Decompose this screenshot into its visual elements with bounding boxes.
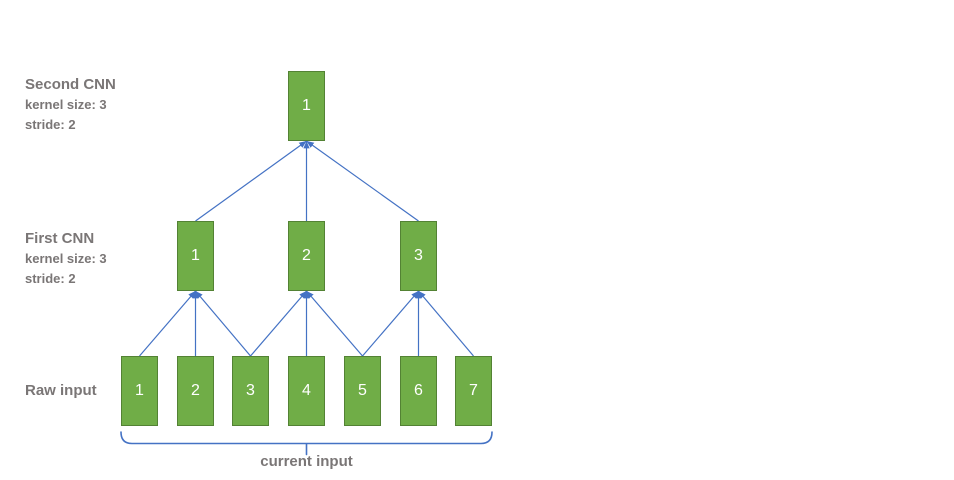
first-cnn-label: First CNN kernel size: 3 stride: 2 [25,228,107,289]
connection-arrow [418,290,474,357]
raw-input-box: 4 [288,356,325,426]
raw-input-box: 2 [177,356,214,426]
raw-input-box: 5 [344,356,381,426]
second-cnn-box: 1 [288,71,325,141]
second-cnn-label: Second CNN kernel size: 3 stride: 2 [25,74,116,135]
connection-arrow [306,290,363,357]
connection-arrow [139,290,196,357]
raw-input-box: 6 [400,356,437,426]
current-input-caption: current input [260,453,353,470]
first-cnn-box: 1 [177,221,214,291]
raw-input-box: 7 [455,356,492,426]
layer-title: First CNN [25,230,95,247]
connection-arrow [195,290,251,357]
stride-text: stride: 2 [25,271,76,286]
layer-title: Second CNN [25,76,116,93]
raw-input-label: Raw input [25,380,97,401]
first-cnn-box: 2 [288,221,325,291]
connection-arrow [362,290,419,357]
current-input-brace [120,431,493,456]
kernel-size-text: kernel size: 3 [25,97,107,112]
first-cnn-box: 3 [400,221,437,291]
connection-arrow [250,290,307,357]
raw-input-box: 1 [121,356,158,426]
connection-arrow [195,140,307,222]
connection-arrow [306,140,419,222]
kernel-size-text: kernel size: 3 [25,251,107,266]
stride-text: stride: 2 [25,117,76,132]
raw-input-box: 3 [232,356,269,426]
layer-title: Raw input [25,382,97,399]
